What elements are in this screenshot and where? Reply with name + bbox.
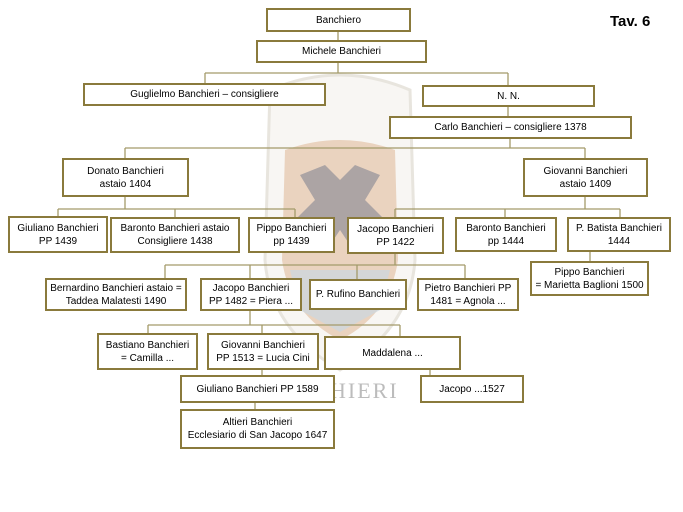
node-label-line: 1444	[607, 235, 631, 247]
node-label-line: astaio 1409	[559, 178, 612, 190]
node-rufino-banchieri: P. Rufino Banchieri	[309, 279, 407, 310]
node-label-line: pp 1444	[487, 235, 525, 247]
eagle-icon	[295, 165, 385, 245]
node-label-line: PP 1513 = Lucia Cini	[216, 352, 310, 364]
node-guglielmo-banchieri: Guglielmo Banchieri – consigliere	[83, 83, 326, 106]
node-label-line: Donato Banchieri	[87, 165, 164, 177]
node-label-line: Bastiano Banchieri	[105, 339, 190, 351]
node-michele-banchieri: Michele Banchieri	[256, 40, 427, 63]
node-pippo-banchieri-1439: Pippo Banchieri pp 1439	[248, 217, 335, 253]
node-label-line: PP 1422	[376, 236, 415, 248]
node-label-line: N. N.	[497, 90, 520, 102]
node-label-line: Ecclesiario di San Jacopo 1647	[187, 430, 328, 441]
node-label-line: = Camilla ...	[120, 352, 175, 364]
node-label-line: Carlo Banchieri – consigliere 1378	[434, 122, 587, 133]
node-label-line: Baronto Banchieri	[466, 222, 546, 234]
node-label-line: P. Batista Banchieri	[576, 222, 662, 234]
node-label-line: Consigliere 1438	[137, 236, 213, 247]
node-label-line: Taddea Malatesti 1490	[65, 295, 167, 307]
node-label-line: pp 1439	[273, 236, 310, 247]
node-jacopo-1527: Jacopo ...1527	[420, 375, 524, 403]
node-label-line: Baronto Banchieri astaio	[120, 223, 230, 234]
crest-watermark-text: HIERI	[330, 378, 399, 403]
node-label-line: PP 1439	[38, 235, 78, 247]
node-pippo-banchieri-1500: Pippo Banchieri= Marietta Baglioni 1500	[530, 261, 649, 296]
node-label-line: 1481 = Agnola ...	[430, 295, 506, 307]
node-label-line: Pippo Banchieri	[256, 223, 327, 234]
node-bernardino-banchieri: Bernardino Banchieri astaio =Taddea Mala…	[45, 278, 187, 311]
node-label-line: Altieri Banchieri	[222, 417, 293, 428]
node-label-line: Michele Banchieri	[302, 46, 381, 57]
node-giuliano-banchieri-1589: Giuliano Banchieri PP 1589	[180, 375, 335, 403]
node-label-line: Jacopo ...1527	[439, 383, 505, 395]
node-banchiero: Banchiero	[266, 8, 411, 32]
node-label-line: Pippo Banchieri	[554, 266, 625, 278]
node-label-line: Giuliano Banchieri	[17, 222, 99, 234]
node-label-line: Pietro Banchieri PP	[424, 282, 512, 294]
table-number: Tav. 6	[610, 13, 651, 30]
node-carlo-banchieri: Carlo Banchieri – consigliere 1378	[389, 116, 632, 139]
node-label-line: P. Rufino Banchieri	[315, 289, 401, 300]
node-bastiano-banchieri: Bastiano Banchieri= Camilla ...	[97, 333, 198, 370]
node-label-line: Jacopo Banchieri	[212, 282, 290, 294]
node-label-line: Maddalena ...	[362, 347, 423, 359]
node-label-line: Giuliano Banchieri PP 1589	[196, 383, 319, 395]
node-label-line: Jacopo Banchieri	[357, 223, 434, 235]
node-label-line: PP 1482 = Piera ...	[208, 295, 294, 307]
node-label-line: Giovanni Banchieri	[221, 339, 305, 351]
node-label-line: Bernardino Banchieri astaio =	[50, 282, 182, 294]
node-label-line: Guglielmo Banchieri – consigliere	[130, 89, 279, 100]
node-label-line: Banchiero	[315, 14, 362, 26]
node-label-line: astaio 1404	[99, 178, 152, 190]
node-label-line: Giovanni Banchieri	[543, 165, 628, 177]
node-label-line: = Marietta Baglioni 1500	[535, 279, 644, 291]
node-maddalena: Maddalena ...	[324, 336, 461, 370]
node-nn: N. N.	[422, 85, 595, 107]
